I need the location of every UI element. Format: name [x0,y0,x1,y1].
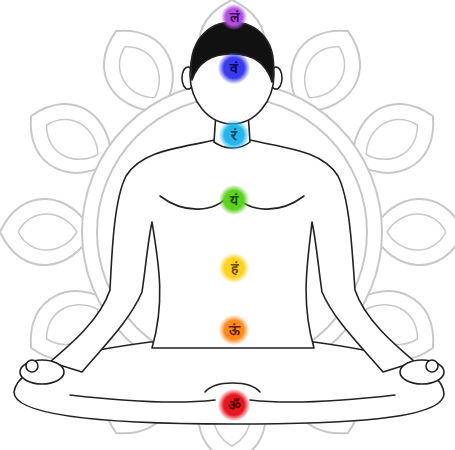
chakra-circle: रं [219,120,249,150]
chakra-circle: ऊं [219,315,249,345]
mandala-petal-inner [357,109,426,170]
chakra-circle: वं [218,52,250,84]
chakra-circle: यं [219,185,249,215]
mandala-petal-inner [387,214,446,250]
mandala-petal [372,199,455,265]
mandala-petal [0,199,92,265]
bija-mantra: हं [231,261,238,275]
bija-mantra: लं [230,10,239,24]
mandala-petal-inner [18,214,77,250]
seated-figure [14,22,444,424]
bija-mantra: ऊं [229,323,240,337]
chakra-circle: हं [219,253,249,283]
bija-mantra: यं [230,193,238,207]
bija-mantra: वं [230,61,238,75]
chakra-circle: लं [221,4,247,30]
mandala-petal-inner [38,109,107,170]
chakra-circle: ॐ [218,389,250,421]
bija-mantra: रं [231,128,237,142]
mandala-petal-inner [294,38,355,107]
bija-mantra: ॐ [228,398,241,412]
mandala-petal-inner [109,38,170,107]
